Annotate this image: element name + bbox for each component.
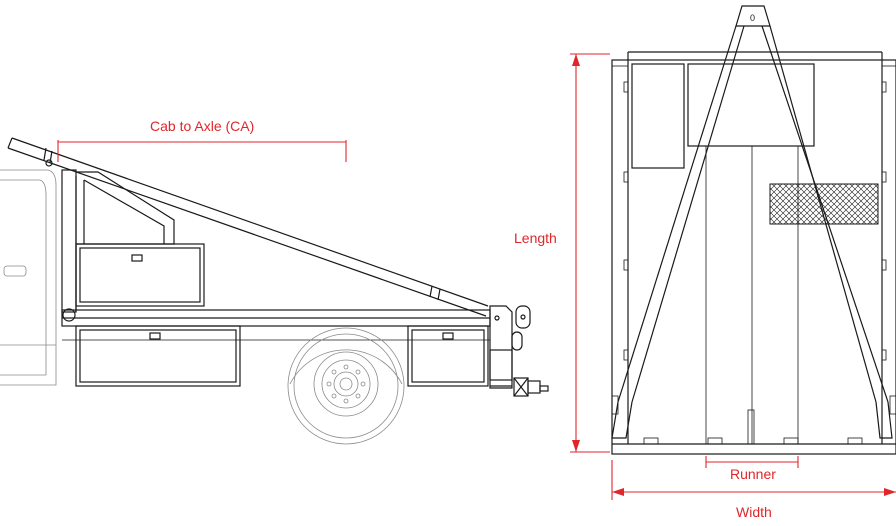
latch-icon (131, 254, 143, 262)
width-dimension-line (611, 460, 896, 500)
ca-dimension-line (57, 140, 347, 162)
runner-dimension-line (705, 456, 799, 468)
length-label: Length (514, 230, 557, 246)
hitch-receiver (513, 377, 549, 397)
cab-to-axle-label: Cab to Axle (CA) (150, 118, 255, 134)
latch-icon (149, 332, 161, 340)
plan-view: 0 (570, 5, 896, 500)
cab-outline (0, 169, 57, 386)
side-rail-tabs (611, 81, 896, 415)
bed-frame (611, 51, 896, 455)
rear-wheel (287, 327, 405, 445)
crane-boom (7, 137, 489, 317)
underbody-toolbox-front (75, 325, 241, 387)
underbody-toolbox-rear (407, 325, 489, 387)
crane-mast (489, 305, 531, 389)
length-dimension-line (570, 53, 610, 453)
deck (61, 309, 491, 341)
width-label: Width (736, 504, 772, 520)
front-headboard (61, 169, 77, 322)
side-view (0, 137, 549, 445)
mast-mark: 0 (750, 13, 755, 23)
plan-toolbox (631, 63, 815, 444)
latch-icon (442, 332, 454, 340)
upper-toolbox (75, 171, 205, 307)
floor-runners (643, 409, 863, 445)
runner-label: Runner (730, 466, 776, 482)
a-frame-crane: 0 (611, 5, 893, 439)
